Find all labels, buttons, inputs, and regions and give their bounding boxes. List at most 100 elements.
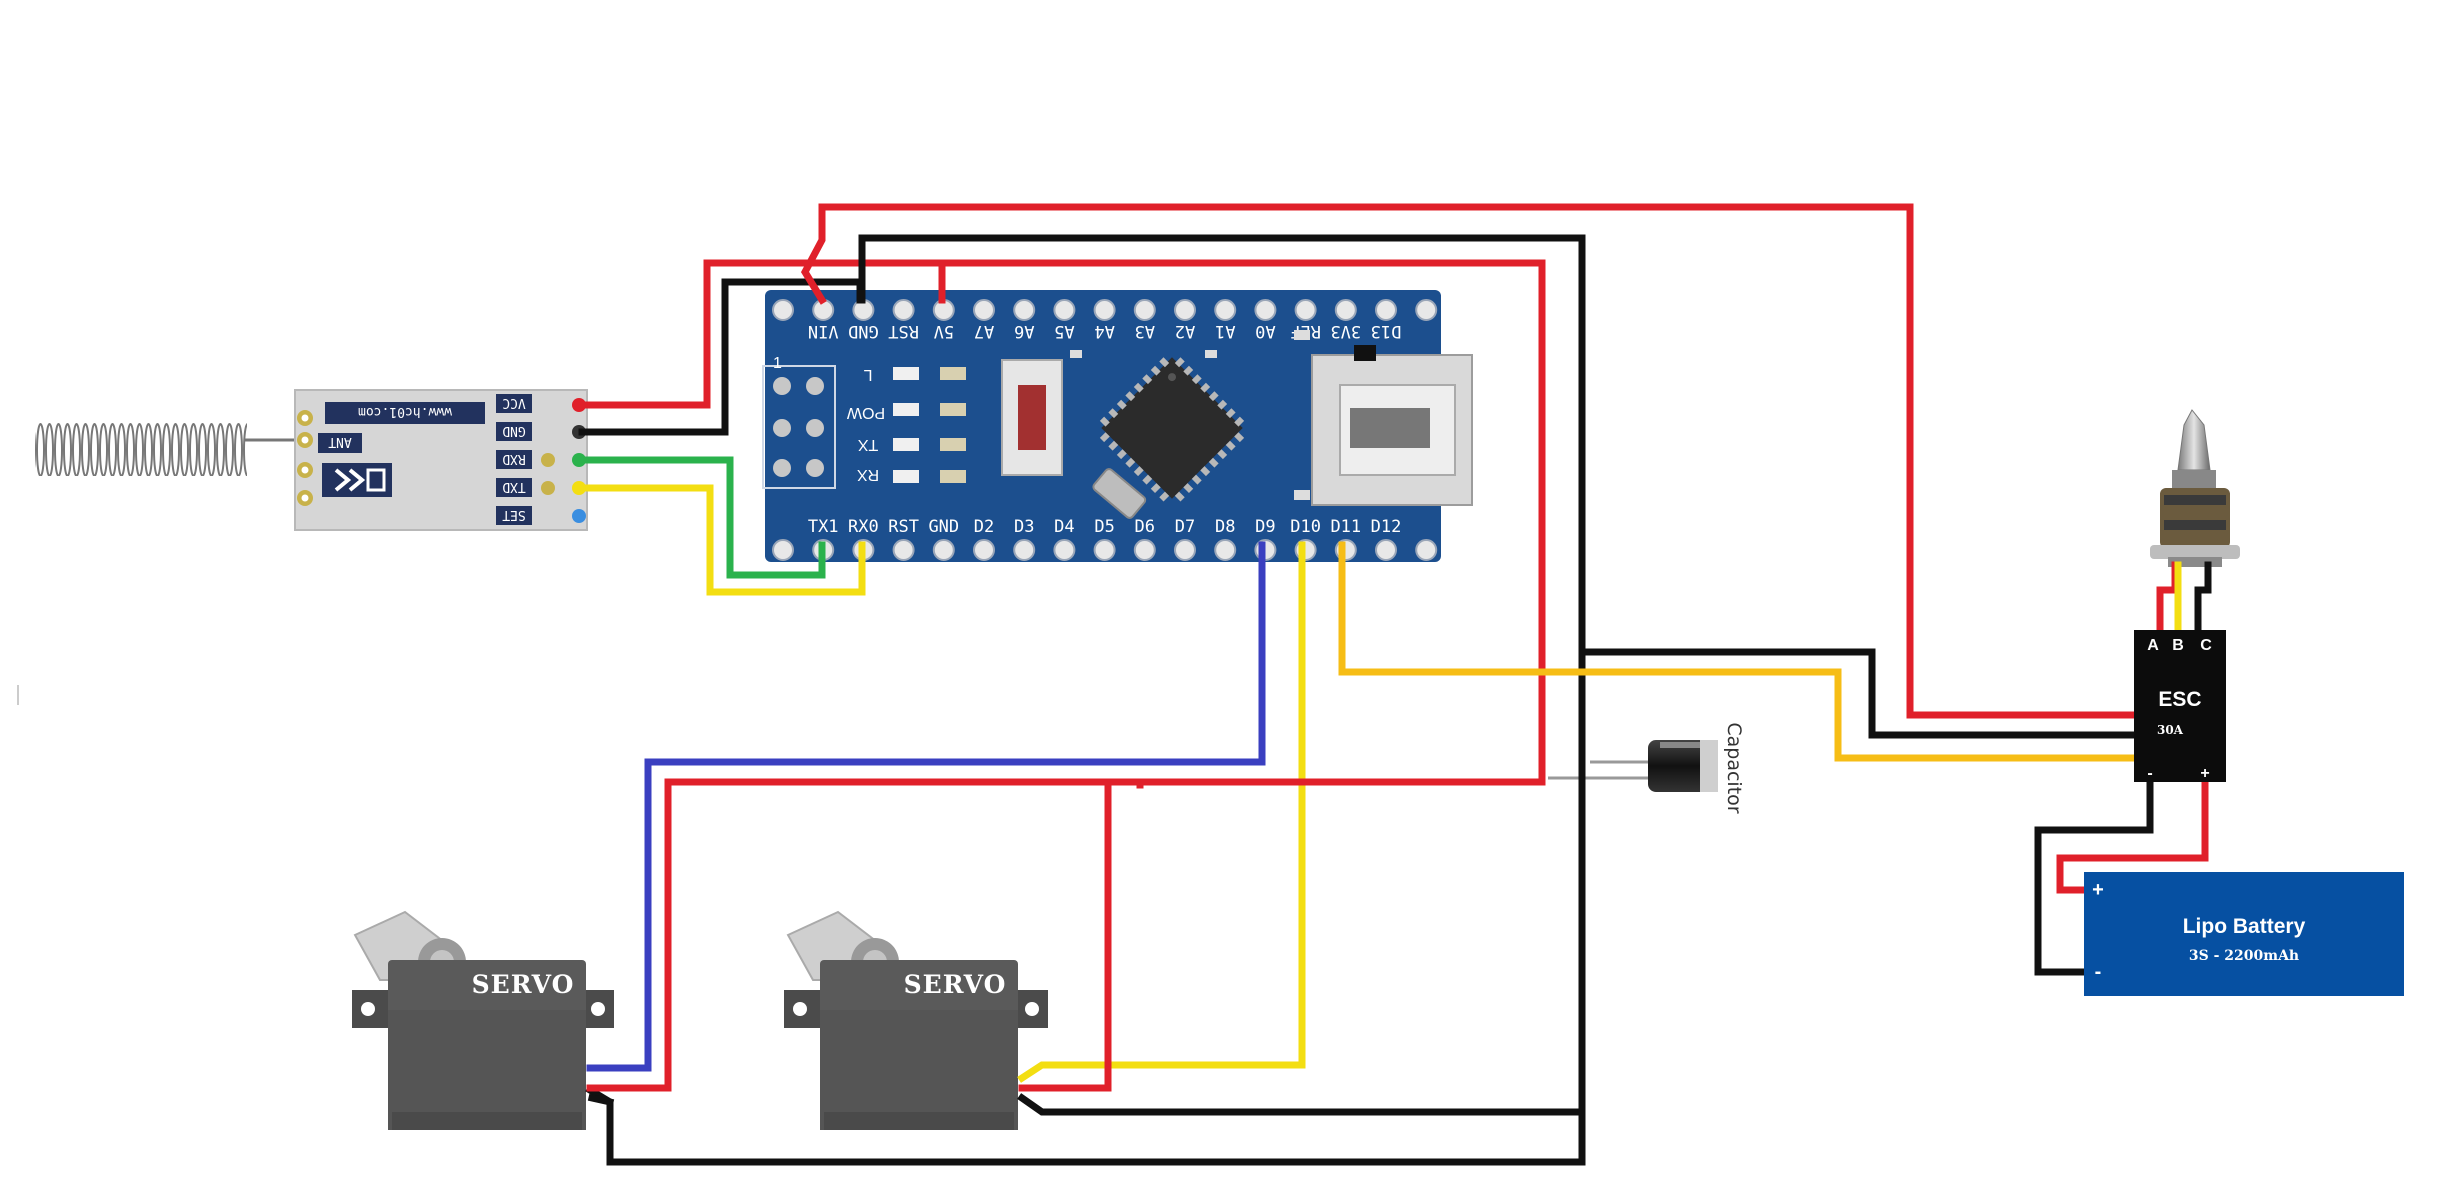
bottom-header-pin	[772, 539, 794, 561]
top-header-pin	[1093, 299, 1116, 321]
capacitor: Capacitor	[1548, 722, 1745, 814]
wires	[578, 203, 2212, 1166]
top-header-pin	[1013, 299, 1036, 321]
top-header-pin	[1133, 299, 1156, 321]
brushless-motor-icon	[2150, 409, 2240, 567]
top-pin-label: GND	[848, 321, 879, 341]
bottom-pin-label: D7	[1175, 517, 1195, 537]
arduino-board	[765, 290, 1441, 562]
bottom-pin-label: D5	[1094, 517, 1114, 537]
esc-title: ESC	[2158, 688, 2201, 711]
bottom-pin-label: D8	[1215, 517, 1235, 537]
led-label-rx: RX	[857, 466, 880, 483]
bottom-header-pin	[1214, 539, 1237, 561]
bottom-header-pin	[932, 539, 955, 561]
top-pin-label: D13	[1371, 321, 1402, 341]
arduino-top-header	[772, 299, 1438, 321]
top-pin-label: 5V	[934, 321, 954, 341]
hc12-pin-gnd: GND	[502, 423, 526, 438]
top-header-pin	[1053, 299, 1076, 321]
esc-neg: -	[2147, 765, 2152, 782]
bottom-pin-label: RX0	[848, 517, 879, 537]
top-pin-label: A4	[1094, 321, 1114, 341]
top-header-pin	[1375, 299, 1397, 321]
bottom-header-pin	[1013, 539, 1036, 561]
servo-2-label: SERVO	[904, 970, 1007, 999]
bottom-header-pin	[1174, 539, 1196, 561]
top-pin-label: A1	[1215, 321, 1235, 341]
bottom-pin-label: D3	[1014, 517, 1034, 537]
hc12-pin-set-dot	[572, 509, 586, 523]
capacitor-label: Capacitor	[1723, 722, 1745, 813]
icsp-header: 1	[762, 355, 836, 489]
usb-port-icon	[1311, 345, 1473, 506]
esc-module: A B C ESC 30A - +	[2134, 630, 2226, 782]
bottom-pin-label: D4	[1054, 517, 1074, 537]
antenna-coil-icon	[35, 418, 298, 476]
lipo-battery: + - Lipo Battery 3S - 2200mAh	[2084, 872, 2404, 996]
hc12-pin-txd: TXD	[502, 479, 526, 494]
bottom-header-pin	[1415, 539, 1438, 561]
battery-neg: -	[2095, 961, 2102, 983]
icsp-pin1-label: 1	[773, 355, 782, 372]
bottom-header-pin	[1375, 539, 1397, 561]
hc12-logo-icon	[322, 463, 392, 497]
esc-pin-b: B	[2172, 637, 2184, 654]
bottom-header-pin	[1053, 539, 1076, 561]
reset-button	[1001, 359, 1063, 476]
bottom-pin-label: D10	[1290, 517, 1321, 537]
bottom-pin-label: D12	[1371, 517, 1402, 537]
esc-pos: +	[2200, 765, 2209, 782]
hc12-pin-labels: VCC GND RXD TXD SET	[496, 394, 532, 525]
hc12-url-label: www.hc01.com	[358, 404, 452, 419]
bottom-pin-label: D2	[974, 517, 994, 537]
esc-pin-c: C	[2200, 637, 2212, 654]
esc-rating: 30A	[2157, 723, 2184, 737]
battery-pos: +	[2092, 879, 2104, 901]
top-header-pin	[973, 299, 995, 321]
hc12-ant-label: ANT	[328, 434, 352, 449]
hc12-pin-vcc: VCC	[502, 395, 525, 410]
bottom-header-pin	[973, 539, 995, 561]
bottom-header-pin	[1133, 539, 1156, 561]
top-pin-label: RST	[888, 321, 919, 341]
top-pin-label: A2	[1175, 321, 1195, 341]
top-pin-label: A5	[1054, 321, 1074, 341]
top-pin-label: A7	[974, 321, 994, 341]
hc12-pin-set: SET	[502, 507, 526, 522]
bottom-pin-label: D11	[1330, 517, 1361, 537]
crystal-icon	[1092, 468, 1147, 519]
bottom-pin-label: RST	[888, 517, 919, 537]
bottom-header-pin	[1093, 539, 1116, 561]
hc12-pin-rxd: RXD	[502, 451, 526, 466]
led-label-pow: POW	[846, 404, 885, 421]
led-label-l: L	[863, 366, 872, 383]
bottom-pin-label: D6	[1135, 517, 1155, 537]
atmega-chip-icon	[1099, 357, 1245, 502]
top-header-pin	[1334, 299, 1357, 321]
top-header-pin	[1174, 299, 1196, 321]
bottom-pin-label: TX1	[808, 517, 839, 537]
top-pin-label: VIN	[808, 321, 839, 341]
top-header-pin	[1294, 299, 1317, 321]
top-header-pin	[1214, 299, 1237, 321]
led-label-tx: TX	[857, 436, 878, 453]
battery-spec: 3S - 2200mAh	[2189, 948, 2299, 964]
arduino-top-labels: VINGNDRST5VA7A6A5A4A3A2A1A0REF3V3D13	[808, 321, 1402, 341]
top-pin-label: A6	[1014, 321, 1034, 341]
top-header-pin	[1254, 299, 1277, 321]
hc12-module: www.hc01.com ANT VCC GND RXD TXD SET	[35, 389, 588, 531]
servo-1: SERVO	[352, 910, 614, 1130]
top-pin-label: A3	[1135, 321, 1155, 341]
esc-pin-a: A	[2147, 637, 2159, 654]
bottom-pin-label: GND	[928, 517, 959, 537]
servo-2: SERVO	[784, 910, 1048, 1130]
bottom-header-pin	[892, 539, 915, 561]
status-leds: L POW TX RX	[846, 366, 966, 483]
top-pin-label: A0	[1255, 321, 1275, 341]
top-pin-label: 3V3	[1330, 321, 1361, 341]
arduino-nano: VINGNDRST5VA7A6A5A4A3A2A1A0REF3V3D13 TX1…	[762, 290, 1473, 562]
battery-title: Lipo Battery	[2183, 915, 2306, 938]
